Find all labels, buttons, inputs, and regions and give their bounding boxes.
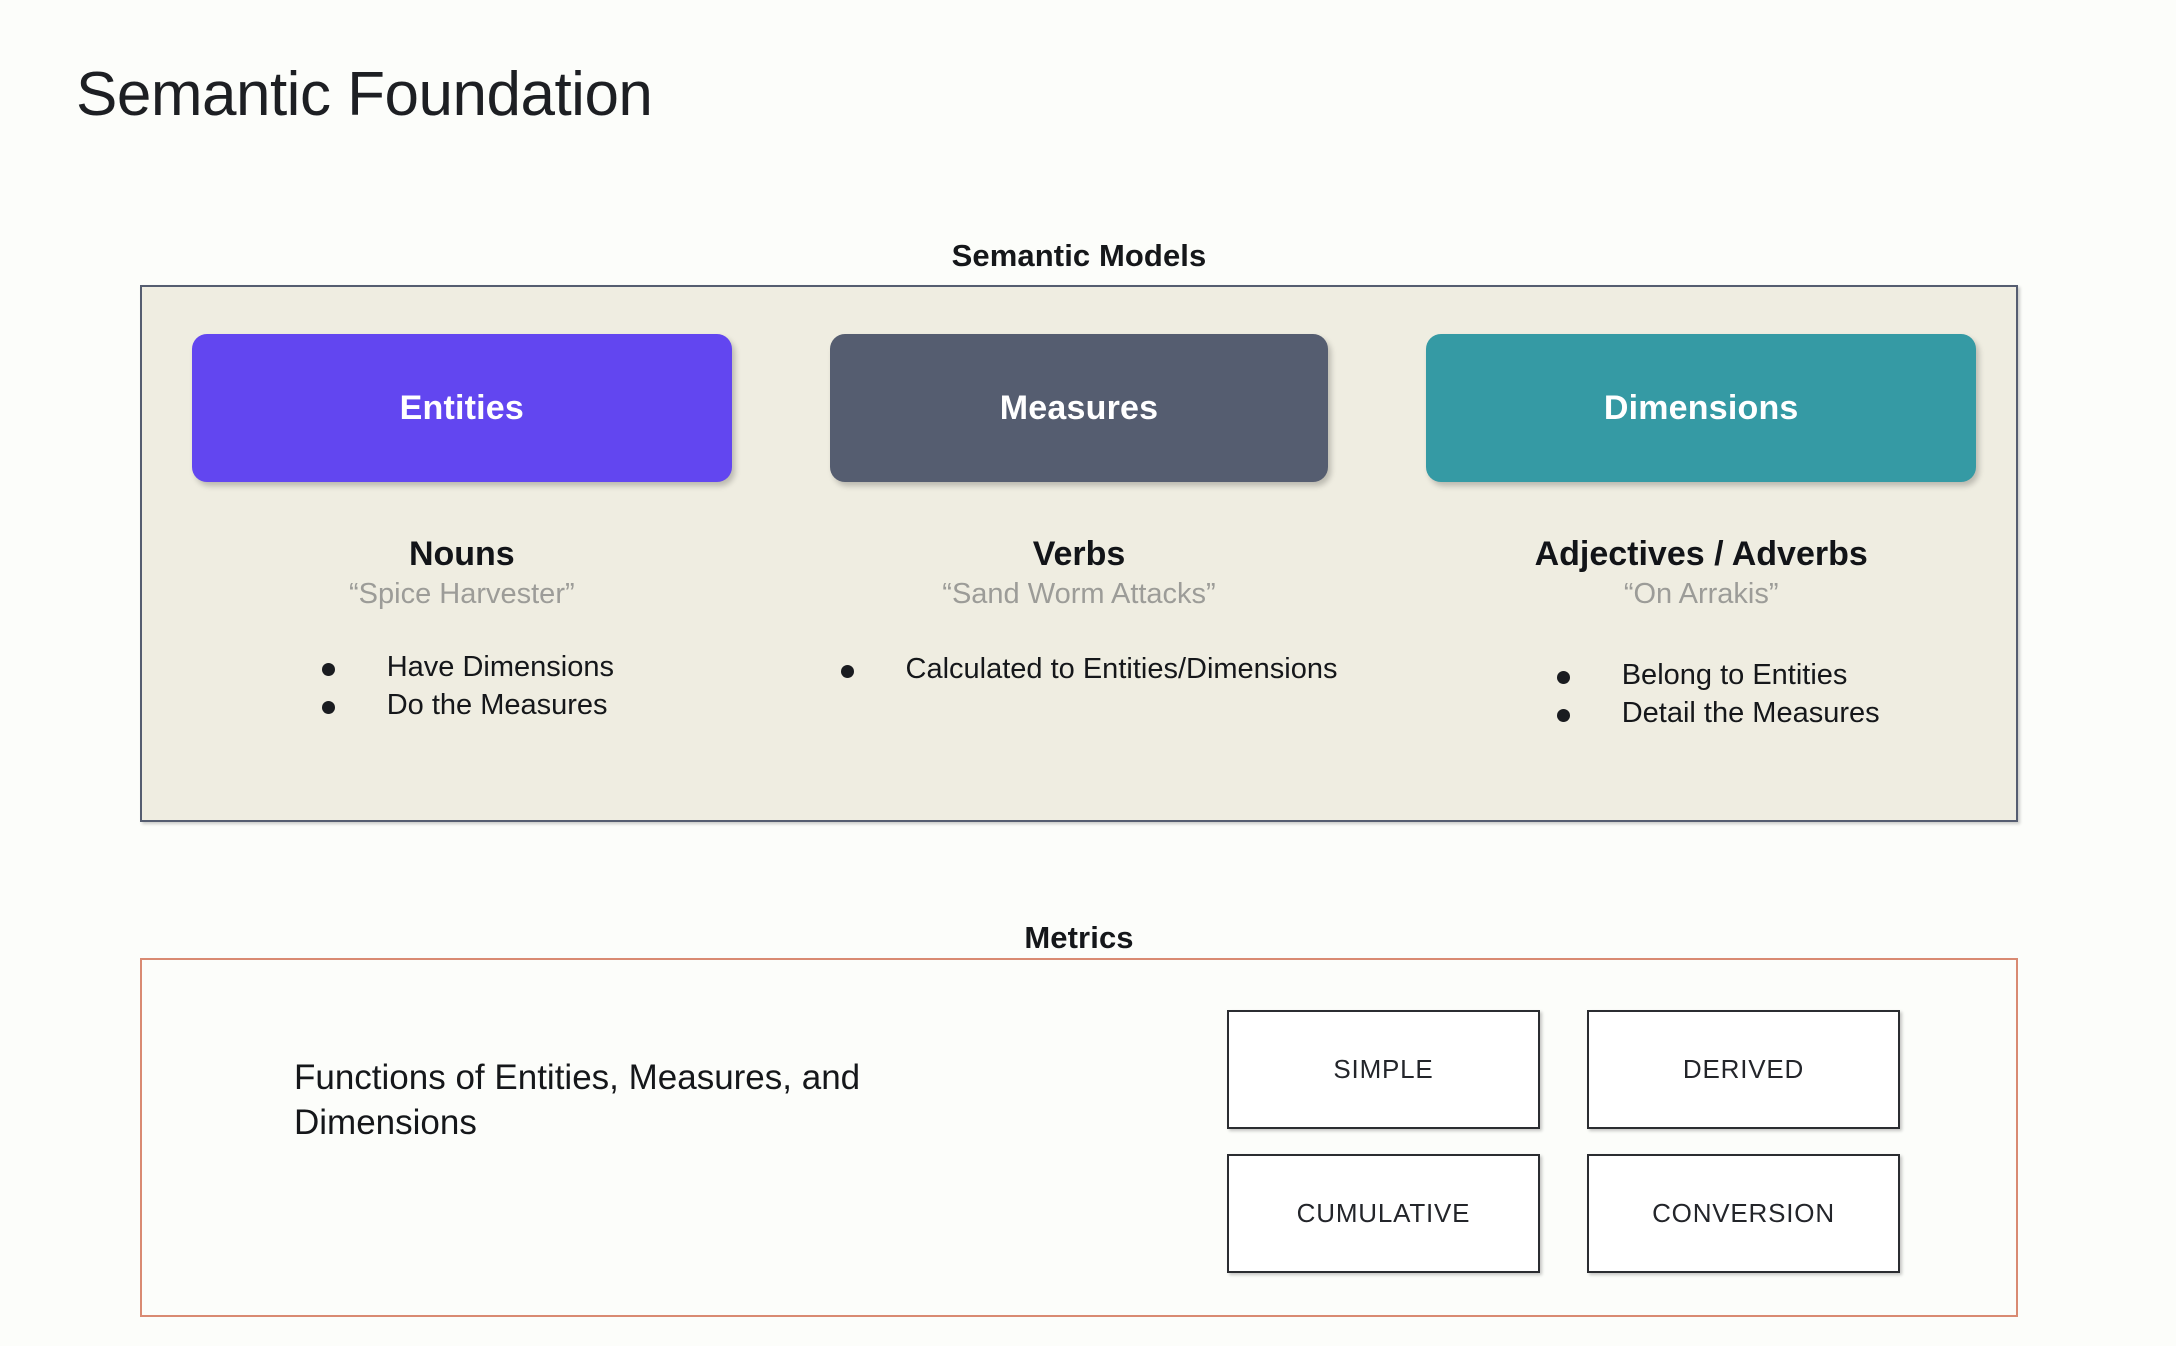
list-item: Have Dimensions: [321, 650, 614, 686]
metric-type-simple[interactable]: SIMPLE: [1227, 1010, 1540, 1129]
dimensions-example: “On Arrakis”: [1623, 578, 1779, 611]
model-column-measures: Measures Verbs “Sand Worm Attacks” Calcu…: [767, 287, 1392, 690]
bullet-dot-icon: [1556, 709, 1570, 723]
entities-bullet-0: Have Dimensions: [386, 650, 614, 683]
bullet-dot-icon: [321, 662, 335, 676]
list-item: Belong to Entities: [1556, 658, 1880, 694]
model-column-entities: Entities Nouns “Spice Harvester” Have Di…: [142, 287, 767, 727]
semantic-models-heading: Semantic Models: [951, 238, 1207, 273]
semantic-models-panel: Entities Nouns “Spice Harvester” Have Di…: [140, 285, 2018, 822]
measures-example: “Sand Worm Attacks”: [942, 578, 1216, 611]
list-item: Calculated to Entities/Dimensions: [840, 652, 1338, 688]
entities-example: “Spice Harvester”: [349, 578, 575, 611]
bullet-dot-icon: [1556, 670, 1570, 684]
dimensions-chip[interactable]: Dimensions: [1426, 334, 1977, 482]
entities-bullet-1: Do the Measures: [386, 689, 608, 722]
metrics-description: Functions of Entities, Measures, and Dim…: [294, 1058, 861, 1142]
metric-type-derived[interactable]: DERIVED: [1587, 1010, 1900, 1129]
dimensions-part-of-speech: Adjectives / Adverbs: [1534, 535, 1868, 573]
measures-bullet-list: Calculated to Entities/Dimensions: [840, 652, 1338, 691]
list-item: Do the Measures: [321, 688, 614, 724]
entities-part-of-speech: Nouns: [408, 535, 515, 573]
entities-chip[interactable]: Entities: [192, 334, 732, 482]
dimensions-bullet-1: Detail the Measures: [1621, 697, 1880, 730]
model-column-dimensions: Dimensions Adjectives / Adverbs “On Arra…: [1391, 287, 2016, 735]
list-item: Detail the Measures: [1556, 696, 1880, 732]
entities-bullet-list: Have Dimensions Do the Measures: [321, 650, 614, 727]
metric-types-grid: SIMPLE DERIVED CUMULATIVE CONVERSION: [1227, 1010, 1900, 1273]
bullet-dot-icon: [840, 664, 854, 678]
bullet-dot-icon: [321, 701, 335, 715]
dimensions-bullet-0: Belong to Entities: [1621, 658, 1848, 691]
metrics-heading: Metrics: [1024, 920, 1134, 955]
page-title: Semantic Foundation: [76, 60, 653, 129]
measures-bullet-0: Calculated to Entities/Dimensions: [905, 652, 1338, 685]
metrics-panel: Functions of Entities, Measures, and Dim…: [140, 958, 2018, 1317]
measures-chip[interactable]: Measures: [830, 334, 1328, 482]
metric-type-cumulative[interactable]: CUMULATIVE: [1227, 1154, 1540, 1273]
dimensions-bullet-list: Belong to Entities Detail the Measures: [1556, 658, 1880, 735]
measures-part-of-speech: Verbs: [1032, 535, 1126, 573]
metric-type-conversion[interactable]: CONVERSION: [1587, 1154, 1900, 1273]
